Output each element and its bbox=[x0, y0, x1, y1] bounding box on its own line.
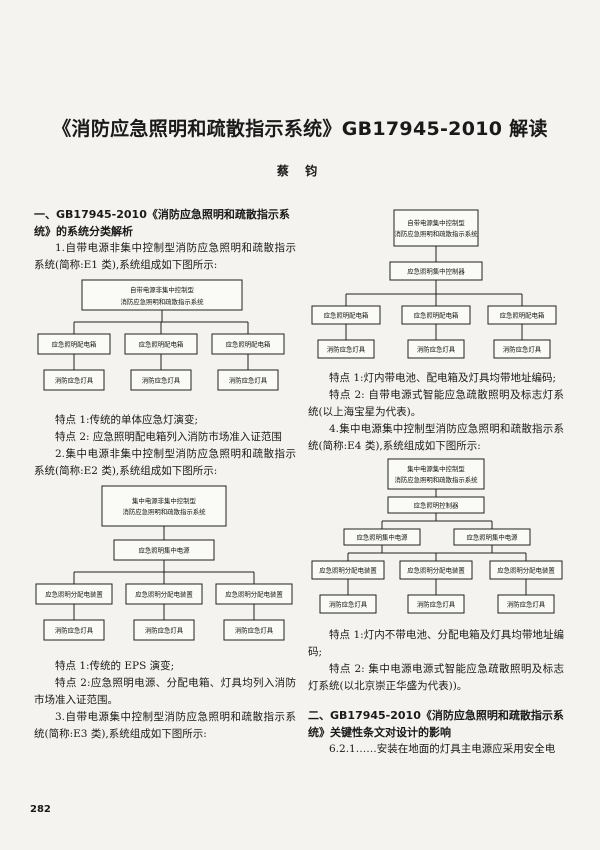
diagram-e2-top-line1: 集中电源非集中控制型 bbox=[132, 496, 197, 505]
diagram-e4-bot-box-1 bbox=[319, 594, 377, 614]
section-heading-2: 二、GB17945-2010《消防应急照明和疏散指示系统》关键性条文对设计的影响 bbox=[308, 709, 564, 739]
diagram-e2-bot-box-2 bbox=[133, 619, 195, 641]
diagram-e2-l2-label: 应急照明集中电源 bbox=[138, 546, 190, 555]
article-title: 《消防应急照明和疏散指示系统》GB17945-2010 解读 bbox=[52, 118, 548, 140]
diagram-e1-bot-label-1: 消防应急灯具 bbox=[55, 376, 94, 385]
diagram-e1-top-line2: 消防应急照明和疏散指示系统 bbox=[120, 297, 204, 306]
diagram-e3: 自带电源集中控制型 消防应急照明和疏散指示系统 应急照明集中控制器 应急照明配电… bbox=[311, 209, 557, 359]
paragraph-e4-feature-1: 特点 1:灯内不带电池、分配电箱及灯具均带地址编码; bbox=[308, 629, 564, 658]
diagram-e2-bot-box-1 bbox=[43, 619, 105, 641]
diagram-e4-bot-box-3 bbox=[497, 594, 555, 614]
paragraph-e4-feature-2: 特点 2: 集中电源电源式智能应急疏散照明及标志灯系统(以北京崇正华盛为代表))… bbox=[308, 663, 564, 692]
diagram-e3-mid-label-2: 应急照明配电箱 bbox=[414, 311, 459, 320]
diagram-e2-mid-label-1: 应急照明分配电装置 bbox=[45, 590, 103, 599]
diagram-e3-bot-label-3: 消防应急灯具 bbox=[503, 345, 542, 354]
diagram-e2-top-line2: 消防应急照明和疏散指示系统 bbox=[122, 507, 206, 516]
diagram-e4-l3-label-1: 应急照明集中电源 bbox=[356, 533, 408, 542]
diagram-e1-top-box bbox=[81, 279, 243, 311]
diagram-e2-bot-label-1: 消防应急灯具 bbox=[55, 626, 94, 635]
paragraph-e1-feature-2: 特点 2: 应急照明配电箱列入消防市场准入证范围 bbox=[55, 431, 282, 443]
diagram-e3-bot-box-3 bbox=[493, 339, 551, 359]
diagram-e1-bot-label-2: 消防应急灯具 bbox=[142, 376, 181, 385]
diagram-e1-bot-box-2 bbox=[130, 369, 192, 391]
paragraph-e2-intro: 2.集中电源非集中控制型消防应急照明和疏散指示系统(简称:E2 类),系统组成如… bbox=[34, 448, 296, 477]
diagram-e2-bot-label-2: 消防应急灯具 bbox=[145, 626, 184, 635]
diagram-e4-bot-box-2 bbox=[407, 594, 465, 614]
paragraph-e2-feature-2: 特点 2:应急照明电源、分配电箱、灯具均列入消防市场准入证范围。 bbox=[34, 677, 296, 706]
diagram-e1-mid-label-3: 应急照明配电箱 bbox=[226, 340, 271, 349]
diagram-e3-bot-box-2 bbox=[407, 339, 465, 359]
paragraph-e3-feature-1: 特点 1:灯内带电池、配电箱及灯具均带地址编码; bbox=[329, 372, 557, 384]
diagram-e3-mid-label-1: 应急照明配电箱 bbox=[324, 311, 369, 320]
diagram-e3-bot-label-1: 消防应急灯具 bbox=[327, 345, 366, 354]
diagram-e4-top-line2: 消防应急照明和疏散指示系统 bbox=[394, 475, 478, 484]
diagram-e1-bot-box-1 bbox=[43, 369, 105, 391]
diagram-e4-bot-label-3: 消防应急灯具 bbox=[507, 600, 546, 609]
paragraph-e3-feature-2: 特点 2: 自带电源式智能应急疏散照明及标志灯系统(以上海宝星为代表)。 bbox=[308, 389, 564, 418]
diagram-e3-top-line2: 消防应急照明和疏散指示系统 bbox=[394, 229, 478, 238]
paragraph-e1-feature-1: 特点 1:传统的单体应急灯演变; bbox=[55, 414, 199, 426]
paragraph-e3-intro: 3.自带电源集中控制型消防应急照明和疏散指示系统(简称:E3 类),系统组成如下… bbox=[34, 711, 296, 740]
diagram-e4-top-line1: 集中电源集中控制型 bbox=[407, 464, 465, 473]
section-heading-1: 一、GB17945-2010《消防应急照明和疏散指示系统》的系统分类解析 bbox=[34, 208, 290, 238]
diagram-e4-bot-label-1: 消防应急灯具 bbox=[329, 600, 368, 609]
diagram-e3-bot-box-1 bbox=[317, 339, 375, 359]
diagram-e1-bot-box-3 bbox=[217, 369, 279, 391]
diagram-e4-top-box bbox=[387, 458, 485, 490]
diagram-e4-bot-label-2: 消防应急灯具 bbox=[417, 600, 456, 609]
diagram-e1-top-line1: 自带电源非集中控制型 bbox=[130, 285, 195, 294]
diagram-e1: 自带电源非集中控制型 消防应急照明和疏散指示系统 应急照明配电箱 应急照明配电箱… bbox=[37, 279, 285, 391]
diagram-e2-bot-label-3: 消防应急灯具 bbox=[235, 626, 274, 635]
diagram-e4-mid-label-2: 应急照明分配电装置 bbox=[407, 566, 465, 575]
author-name: 蔡 钧 bbox=[276, 164, 324, 178]
diagram-e2-mid-label-3: 应急照明分配电装置 bbox=[225, 590, 283, 599]
diagram-e2: 集中电源非集中控制型 消防应急照明和疏散指示系统 应急照明集中电源 应急照明分配… bbox=[35, 485, 293, 641]
paragraph-clause-6-2-1: 6.2.1……安装在地面的灯具主电源应采用安全电 bbox=[329, 743, 556, 755]
paragraph-e1-intro: 1.自带电源非集中控制型消防应急照明和疏散指示系统(简称:E1 类),系统组成如… bbox=[34, 242, 296, 271]
diagram-e1-mid-label-2: 应急照明配电箱 bbox=[139, 340, 184, 349]
paragraph-e4-intro: 4.集中电源集中控制型消防应急照明和疏散指示系统(简称:E4 类),系统组成如下… bbox=[308, 423, 564, 452]
diagram-e3-l2-label: 应急照明集中控制器 bbox=[407, 267, 465, 276]
diagram-e3-mid-label-3: 应急照明配电箱 bbox=[500, 311, 545, 320]
diagram-e3-bot-label-2: 消防应急灯具 bbox=[417, 345, 456, 354]
page-number: 282 bbox=[30, 804, 51, 815]
diagram-e2-mid-label-2: 应急照明分配电装置 bbox=[135, 590, 193, 599]
left-column: 一、GB17945-2010《消防应急照明和疏散指示系统》的系统分类解析 1.自… bbox=[34, 206, 296, 743]
diagram-e4: 集中电源集中控制型 消防应急照明和疏散指示系统 应急照明控制器 应急照明集中电源… bbox=[311, 458, 563, 614]
diagram-e3-top-box bbox=[393, 209, 479, 247]
diagram-e1-mid-label-1: 应急照明配电箱 bbox=[52, 340, 97, 349]
diagram-e4-l2-label: 应急照明控制器 bbox=[414, 501, 459, 510]
diagram-e3-top-line1: 自带电源集中控制型 bbox=[407, 218, 465, 227]
diagram-e1-bot-label-3: 消防应急灯具 bbox=[229, 376, 268, 385]
paragraph-e2-feature-1: 特点 1:传统的 EPS 演变; bbox=[55, 660, 175, 672]
diagram-e4-l3-label-2: 应急照明集中电源 bbox=[466, 533, 518, 542]
diagram-e2-bot-box-3 bbox=[223, 619, 285, 641]
diagram-e2-top-box bbox=[101, 485, 227, 527]
diagram-e4-mid-label-1: 应急照明分配电装置 bbox=[319, 566, 377, 575]
diagram-e4-mid-label-3: 应急照明分配电装置 bbox=[497, 566, 555, 575]
right-column: 自带电源集中控制型 消防应急照明和疏散指示系统 应急照明集中控制器 应急照明配电… bbox=[308, 200, 564, 758]
